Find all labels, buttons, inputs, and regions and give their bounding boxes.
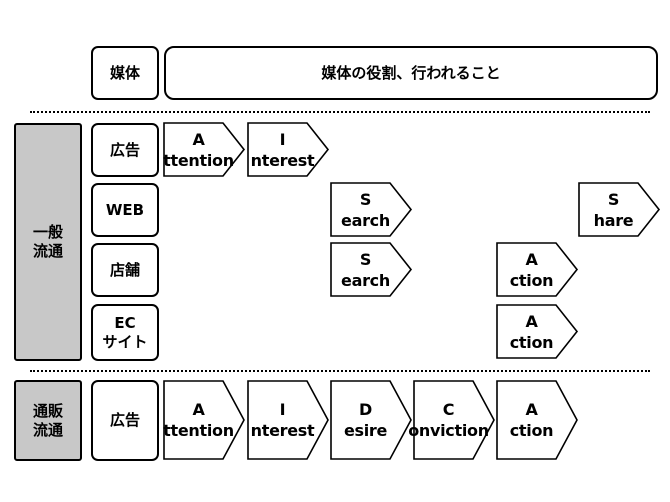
group-general-label: 一般 流通	[32, 223, 63, 260]
chevron-outline	[496, 380, 578, 460]
step-initial: S	[359, 189, 372, 209]
header-role-cell: 媒体の役割、行われること	[164, 46, 658, 100]
media-store: 店舗	[91, 243, 159, 297]
step-initial: A	[525, 249, 538, 269]
media-ec-label: EC サイト	[102, 313, 148, 351]
chevron-outline	[247, 122, 330, 177]
media-ad-mail-order-label: 広告	[109, 411, 140, 429]
chevron-shape	[247, 380, 329, 460]
step-rest: earch	[341, 210, 390, 230]
step-rest: ttention	[163, 421, 234, 440]
step-initial: A	[192, 400, 205, 419]
step-rest: hare	[593, 210, 634, 230]
step-rest: ction	[509, 421, 554, 440]
step-rest: ction	[509, 270, 554, 290]
chevron-shape	[413, 380, 495, 460]
header-role-label: 媒体の役割、行われること	[321, 63, 501, 82]
header-media-cell: 媒体	[91, 46, 159, 100]
group-general: 一般 流通	[14, 123, 82, 361]
step-initial: S	[607, 189, 620, 209]
step-rest: earch	[341, 270, 390, 290]
step-rest: ction	[509, 332, 554, 352]
chevron-shape	[496, 380, 578, 460]
chevron-shape	[247, 122, 330, 177]
chevron-outline	[496, 304, 579, 359]
separator-top	[30, 111, 650, 113]
media-web: WEB	[91, 183, 159, 237]
media-store-label: 店舗	[109, 260, 140, 279]
chevron-outline	[247, 380, 329, 460]
step-rest: ttention	[163, 150, 234, 170]
chevron-outline	[330, 380, 412, 460]
step-rest: onviction	[408, 421, 489, 440]
chevron-shape	[496, 242, 579, 297]
step-initial: I	[279, 129, 286, 149]
step-initial: A	[525, 311, 538, 331]
chevron-outline	[413, 380, 495, 460]
step-initial: A	[192, 129, 205, 149]
step-initial: C	[442, 400, 455, 419]
chevron-outline	[163, 122, 246, 177]
separator-bottom	[30, 370, 650, 372]
chevron-shape	[330, 182, 413, 237]
chevron-outline	[163, 380, 245, 460]
media-web-label: WEB	[105, 200, 145, 219]
chevron-outline	[578, 182, 661, 237]
media-ad-mail-order: 広告	[91, 380, 159, 461]
step-rest: nterest	[250, 150, 315, 170]
chevron-outline	[330, 182, 413, 237]
chevron-shape	[578, 182, 661, 237]
media-ec: EC サイト	[91, 304, 159, 361]
group-mail-order-label: 通販 流通	[32, 401, 63, 439]
media-ad: 広告	[91, 123, 159, 177]
step-rest: nterest	[250, 421, 315, 440]
media-ad-label: 広告	[109, 140, 140, 159]
step-initial: I	[279, 400, 286, 419]
group-mail-order: 通販 流通	[14, 380, 82, 461]
step-initial: D	[359, 400, 372, 419]
step-initial: S	[359, 249, 372, 269]
step-initial: A	[525, 400, 538, 419]
chevron-shape	[330, 380, 412, 460]
chevron-shape	[496, 304, 579, 359]
chevron-shape	[330, 242, 413, 297]
chevron-shape	[163, 380, 245, 460]
chevron-outline	[496, 242, 579, 297]
chevron-shape	[163, 122, 246, 177]
chevron-outline	[330, 242, 413, 297]
header-media-label: 媒体	[109, 63, 140, 82]
step-rest: esire	[343, 421, 388, 440]
